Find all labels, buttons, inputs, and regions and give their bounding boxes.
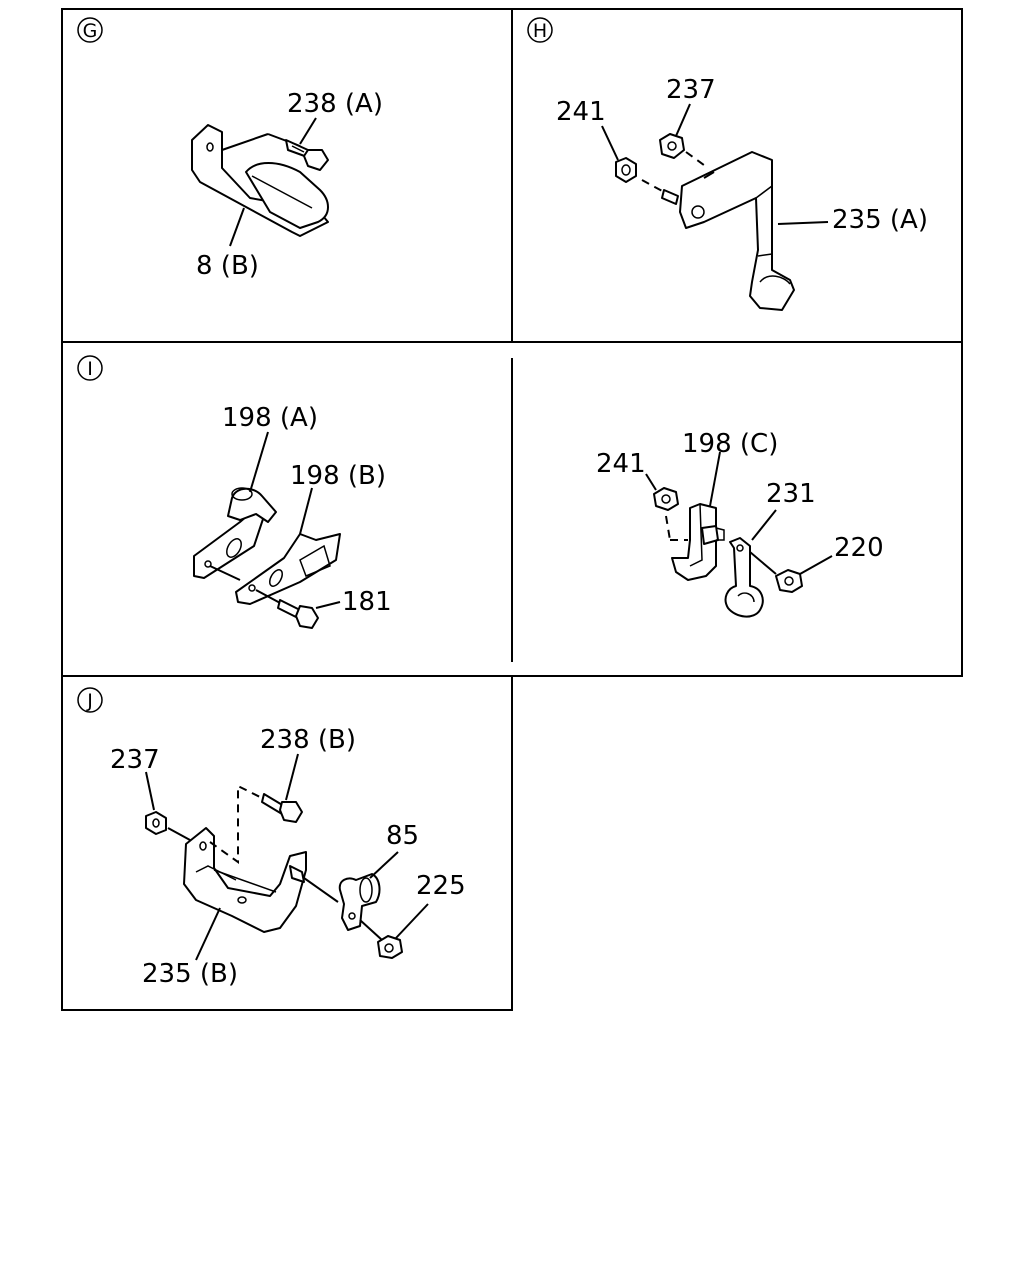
assembly-line-h1 bbox=[641, 179, 665, 193]
section-h: H 241 237 235 (A) bbox=[527, 17, 928, 311]
clamp-85-drawing bbox=[338, 873, 381, 931]
clip-198c-drawing bbox=[671, 503, 725, 581]
stud-h-drawing bbox=[661, 189, 679, 205]
leader-225 bbox=[395, 903, 429, 939]
section-j-marker: J bbox=[77, 687, 103, 713]
label-241-h: 241 bbox=[556, 97, 606, 127]
label-231: 231 bbox=[766, 479, 816, 509]
leader-241 bbox=[601, 125, 619, 161]
section-i: I 198 (A) 198 (B) 181 bbox=[77, 355, 392, 629]
label-8b: 8 (B) bbox=[196, 251, 259, 281]
nut-225-drawing bbox=[377, 935, 403, 959]
assembly-line-i5 bbox=[749, 551, 777, 575]
assembly-line-i2 bbox=[255, 589, 283, 605]
clamp-231-drawing bbox=[724, 537, 764, 618]
assembly-line-h2 bbox=[685, 151, 709, 169]
section-j-letter: J bbox=[86, 690, 93, 712]
label-198c: 198 (C) bbox=[682, 429, 778, 459]
leader-235a bbox=[777, 221, 829, 225]
bolt-238b-drawing bbox=[261, 793, 303, 823]
label-198a: 198 (A) bbox=[222, 403, 318, 433]
nut-237-drawing bbox=[659, 133, 685, 159]
leader-231 bbox=[751, 509, 777, 541]
assembly-line-j3 bbox=[303, 877, 339, 903]
label-235b: 235 (B) bbox=[142, 959, 238, 989]
leader-220 bbox=[799, 555, 833, 575]
label-237-j: 237 bbox=[110, 745, 160, 775]
leader-238a bbox=[299, 117, 317, 145]
nut-241-drawing bbox=[615, 157, 637, 183]
section-g-marker: G bbox=[77, 17, 103, 43]
assembly-line-j2 bbox=[209, 784, 263, 864]
leader-238b bbox=[285, 753, 299, 801]
label-198b: 198 (B) bbox=[290, 461, 386, 491]
leader-237-j bbox=[145, 771, 155, 811]
section-g: G 238 (A) 8 (B) bbox=[77, 17, 383, 281]
label-85: 85 bbox=[386, 821, 419, 851]
label-237-h: 237 bbox=[666, 75, 716, 105]
section-g-letter: G bbox=[83, 20, 98, 42]
section-h-letter: H bbox=[533, 20, 547, 42]
leader-241-right bbox=[645, 473, 657, 491]
leader-237 bbox=[675, 103, 691, 137]
bracket-235a-drawing bbox=[679, 151, 795, 311]
clip-198b-drawing bbox=[235, 533, 341, 605]
label-241-i: 241 bbox=[596, 449, 646, 479]
bolt-181-drawing bbox=[277, 599, 319, 629]
section-i2: 241 198 (C) 231 220 bbox=[596, 429, 884, 618]
assembly-line-i1 bbox=[209, 565, 241, 581]
label-238a: 238 (A) bbox=[287, 89, 383, 119]
clip-198a-drawing bbox=[193, 487, 277, 579]
leader-198a bbox=[249, 431, 269, 493]
assembly-line-j4 bbox=[359, 919, 383, 941]
label-235a: 235 (A) bbox=[832, 205, 928, 235]
label-181: 181 bbox=[342, 587, 392, 617]
leader-198c bbox=[709, 451, 721, 507]
panel-frame bbox=[61, 8, 963, 1011]
nut-237-j-drawing bbox=[145, 811, 167, 835]
stud-j-drawing bbox=[289, 865, 305, 883]
label-225: 225 bbox=[416, 871, 466, 901]
section-i-marker: I bbox=[77, 355, 103, 381]
assembly-line-i3 bbox=[665, 515, 671, 541]
clip-8b-drawing bbox=[191, 124, 329, 237]
label-220: 220 bbox=[834, 533, 884, 563]
assembly-line-j1 bbox=[167, 827, 191, 841]
section-h-marker: H bbox=[527, 17, 553, 43]
bolt-238a-drawing bbox=[285, 139, 329, 171]
nut-220-drawing bbox=[775, 569, 803, 593]
leader-8b bbox=[229, 207, 245, 247]
section-j: J 237 bbox=[77, 687, 466, 989]
bracket-235b-drawing bbox=[183, 827, 307, 933]
leader-235b bbox=[195, 907, 221, 961]
leader-85 bbox=[369, 851, 399, 879]
leader-181 bbox=[315, 601, 341, 609]
section-i-letter: I bbox=[87, 358, 93, 380]
leader-198b bbox=[299, 487, 313, 535]
label-238b: 238 (B) bbox=[260, 725, 356, 755]
nut-241-right-drawing bbox=[653, 487, 679, 511]
